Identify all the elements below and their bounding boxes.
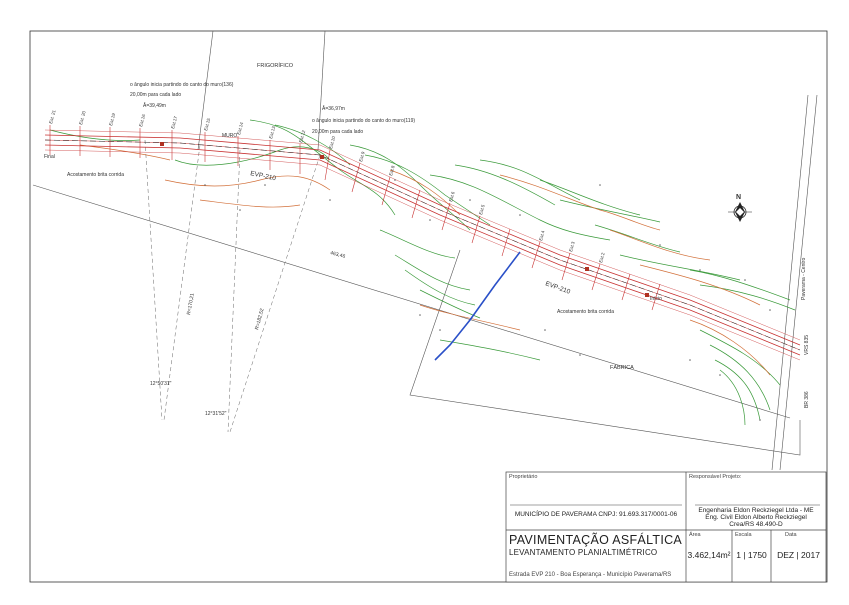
station-label: Est.10 [328,135,336,149]
label-final: Final [44,154,55,160]
station-label: Est.3 [568,241,576,253]
label-frigorifico: FRIGORÍFICO [257,62,294,69]
note1-angle: Â=39,49m [143,102,166,109]
station-label: Est.6 [448,191,456,203]
owner-text: MUNICÍPIO DE PAVERAMA CNPJ: 91.693.317/0… [514,511,678,518]
station-label: Est.14 [236,121,244,135]
scale-label: Escala [735,532,752,538]
label-angle-1: 12°50'31" [150,381,172,387]
label-evp-2: EVP-210 [544,280,571,296]
responsible-crea: Crea/RS 48.490-D [729,521,783,528]
date-label: Data [785,532,797,538]
project-subtitle: LEVANTAMENTO PLANIALTIMÉTRICO [509,548,658,557]
scale-value: 1 | 1750 [736,550,767,560]
date-value: DEZ | 2017 [777,550,820,560]
station-label: Est.13 [268,125,276,139]
road-centerline [44,139,801,351]
responsible-company: Engenharia Eldon Reckziegel Ltda - ME [698,507,814,514]
station-label: Est.5 [478,204,486,216]
station-label: Est.17 [170,115,178,129]
label-radius-2: R=182,52 [254,308,266,331]
label-acostamento-1: Acostamento brita corrida [67,172,124,178]
label-road-paverama: Paverama - Centro [801,258,807,300]
title-block-frame [505,471,827,583]
note2-line1: o ângulo inicia partindo do canto do mur… [312,118,415,124]
label-road-vrs: VRS 835 [804,335,810,355]
label-north: N [736,194,741,201]
curve-radii [144,139,321,433]
drainage-line [434,251,521,361]
station-ticks [49,125,661,311]
area-label: Área [689,532,701,538]
station-label: Est.15 [203,117,211,131]
project-title: PAVIMENTAÇÃO ASFÁLTICA [509,533,683,547]
note2-angle: Â=36,97m [322,105,345,112]
station-label: Est.8 [388,165,396,177]
label-muro: MURO [222,133,237,139]
contour-lines-green [49,119,796,426]
label-acostamento-2: Acostamento brita corrida [557,309,614,315]
property-lines [32,30,818,471]
label-angle-2: 12°31'52" [205,411,227,417]
area-value: 3.462,14m² [687,550,731,560]
road-edges [44,129,801,361]
survey-points [204,179,771,421]
note1-line1: o ângulo inicia partindo do canto do mur… [130,82,234,88]
label-distance: 463,46 [329,250,346,260]
label-radius-1: R=170,21 [186,293,196,316]
label-road-br: BR 386 [804,391,810,408]
station-label: Est.12 [298,129,306,143]
label-fabrica: FÁBRICA [610,364,634,371]
station-label: Est.2 [598,252,606,264]
station-label: Est. 20 [78,110,87,125]
contour-lines-orange [79,144,771,376]
project-location: Estrada EVP 210 - Boa Esperança - Municí… [509,572,672,578]
note2-line2: 20,00m para cada lado [312,129,363,135]
station-label: Est.4 [538,230,546,242]
label-evp-1: EVP-210 [250,170,277,182]
station-label: Est.9 [358,151,366,163]
label-inicio: Início [650,296,662,302]
sheet-border [29,30,828,583]
owner-label: Proprietário [509,474,538,480]
survey-markers [160,142,649,297]
note1-line2: 20,00m para cada lado [130,92,181,98]
station-label: Est.16 [138,113,146,127]
station-label: Est.19 [108,112,116,126]
responsible-label: Responsável Projeto: [689,474,742,480]
north-arrow-icon [728,202,752,222]
responsible-engineer: Eng. Civil Eldon Alberto Reckziegel [705,514,807,521]
station-label: Est. 21 [48,109,57,124]
